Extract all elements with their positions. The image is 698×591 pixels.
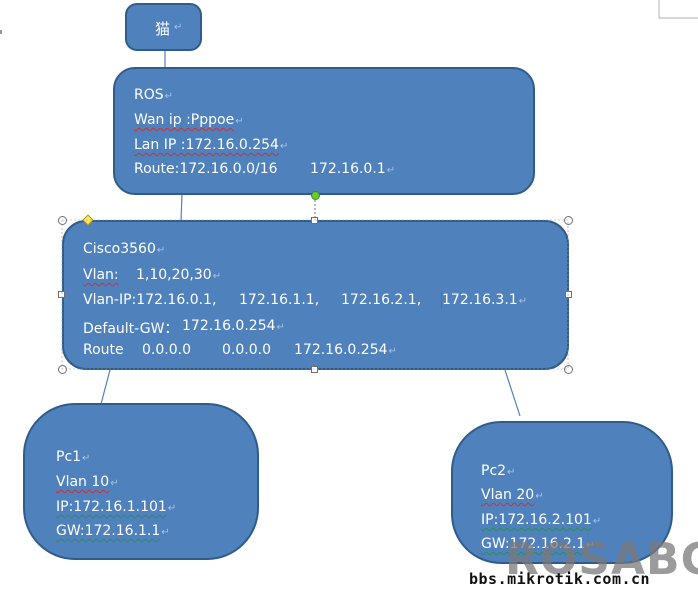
- switch-vlanip-3: 172.16.2.1,: [341, 292, 422, 308]
- cisco-switch-node[interactable]: Cisco3560↵ Vlan: 1,10,20,30↵ Vlan-IP:172…: [62, 220, 569, 370]
- pc1-gw: GW:172.16.1.1↵: [56, 523, 170, 539]
- switch-vlanip-1: Vlan-IP:172.16.0.1,: [83, 292, 217, 308]
- pc2-gw: GW:172.16.2.1↵: [481, 536, 595, 552]
- switch-pc2-link: [504, 369, 521, 417]
- switch-route-3: 172.16.0.254↵: [294, 342, 397, 358]
- switch-vlanip-4: 172.16.3.1↵: [442, 292, 528, 308]
- pc1-vlan: Vlan 10↵: [56, 474, 119, 490]
- pc2-node[interactable]: Pc2↵ Vlan 20↵ IP:172.16.2.101↵ GW:172.16…: [451, 421, 673, 564]
- resize-handle-bm[interactable]: [311, 366, 318, 373]
- switch-default-gw-label: Default-GW：: [83, 321, 179, 337]
- switch-default-gw-value: 172.16.0.254↵: [182, 318, 285, 334]
- resize-handle-ml[interactable]: [58, 291, 65, 298]
- rotate-handle[interactable]: [311, 191, 320, 200]
- ros-route-gateway: 172.16.0.1↵: [310, 161, 396, 177]
- switch-vlan-label: Vlan:: [83, 267, 119, 283]
- switch-vlan-value: 1,10,20,30↵: [136, 267, 222, 283]
- switch-vlanip-2: 172.16.1.1,: [239, 292, 320, 308]
- resize-handle-tr[interactable]: [564, 216, 573, 225]
- margin-tick: [0, 30, 2, 34]
- pc1-node[interactable]: Pc1↵ Vlan 10↵ IP:172.16.1.101↵ GW:172.16…: [23, 403, 259, 560]
- switch-title: Cisco3560↵: [83, 241, 166, 257]
- pc1-ip: IP:172.16.1.101↵: [56, 499, 177, 515]
- resize-handle-mr[interactable]: [565, 291, 572, 298]
- pc2-ip: IP:172.16.2.101↵: [481, 512, 602, 528]
- resize-handle-br[interactable]: [564, 365, 573, 374]
- page-corner-mark: [658, 0, 698, 19]
- modem-label: 猫: [155, 20, 171, 38]
- ros-wan-ip: Wan ip :Pppoe↵: [134, 112, 244, 128]
- watermark-brand: ROSABC: [505, 534, 698, 585]
- resize-handle-tm[interactable]: [311, 217, 318, 224]
- watermark-url: bbs.mikrotik.com.cn: [469, 570, 651, 588]
- switch-pc1-link: [100, 369, 111, 405]
- ros-switch-link: [180, 192, 183, 223]
- switch-route-2: 0.0.0.0: [222, 342, 271, 358]
- switch-route-1: 0.0.0.0: [142, 342, 191, 358]
- ros-router-node[interactable]: ROS↵ Wan ip :Pppoe↵ Lan IP :172.16.0.254…: [113, 67, 535, 195]
- switch-route-label: Route: [83, 342, 124, 358]
- pc2-vlan: Vlan 20↵: [481, 487, 544, 503]
- ros-route: Route:172.16.0.0/16: [134, 161, 278, 177]
- resize-handle-bl[interactable]: [58, 365, 67, 374]
- pc2-title: Pc2↵: [481, 463, 516, 479]
- ros-title: ROS↵: [134, 87, 174, 103]
- resize-handle-tl[interactable]: [58, 216, 67, 225]
- modem-node[interactable]: 猫↵: [125, 3, 202, 51]
- ros-lan-ip: Lan IP :172.16.0.254↵: [134, 137, 289, 153]
- pc1-title: Pc1↵: [56, 449, 91, 465]
